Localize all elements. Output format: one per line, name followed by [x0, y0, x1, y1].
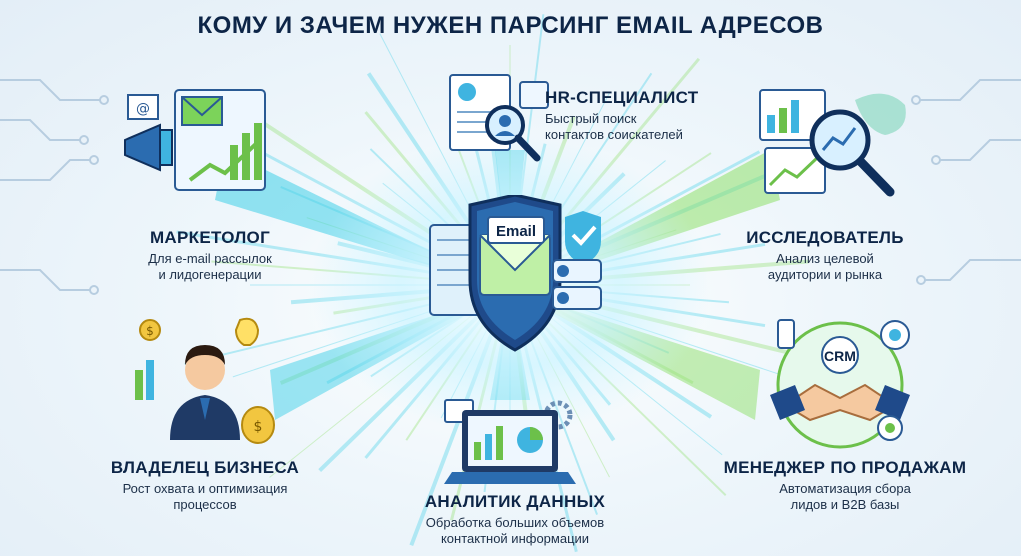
crm-label: CRM	[824, 348, 856, 364]
role-hr-desc-line2: контактов соискателей	[545, 127, 683, 142]
circuit-left-decoration	[0, 79, 109, 295]
role-researcher-desc-line2: аудитории и рынка	[767, 267, 883, 282]
businessman-icon: $ $	[135, 317, 275, 444]
role-owner-desc-line1: Рост охвата и оптимизация	[122, 481, 288, 496]
role-marketer-name: МАРКЕТОЛОГ	[149, 228, 271, 247]
role-marketer-desc-line2: и лидогенерации	[158, 267, 262, 282]
role-hr: HR-СПЕЦИАЛИСТ Быстрый поиск контактов со…	[545, 88, 755, 143]
role-owner-desc-line2: процессов	[173, 497, 237, 512]
role-marketer: МАРКЕТОЛОГ Для e-mail рассылок и лидоген…	[100, 228, 320, 283]
email-shield-icon: Email	[429, 195, 602, 352]
role-hr-name: HR-СПЕЦИАЛИСТ	[545, 88, 699, 107]
role-sales-desc-line2: лидов и B2B базы	[790, 497, 900, 512]
role-analyst: АНАЛИТИК ДАННЫХ Обработка больших объемо…	[390, 492, 640, 547]
role-analyst-desc-line1: Обработка больших объемов	[425, 515, 605, 530]
laptop-dashboard-icon	[444, 399, 576, 484]
circuit-right-decoration	[911, 79, 1021, 285]
role-researcher: ИССЛЕДОВАТЕЛЬ Анализ целевой аудитории и…	[715, 228, 935, 283]
role-researcher-name: ИССЛЕДОВАТЕЛЬ	[746, 228, 904, 247]
role-researcher-desc-line1: Анализ целевой	[776, 251, 874, 266]
role-sales-name: МЕНЕДЖЕР ПО ПРОДАЖАМ	[723, 458, 967, 477]
svg-text:$: $	[254, 419, 263, 435]
role-analyst-desc-line2: контактной информации	[440, 531, 590, 546]
role-hr-desc-line1: Быстрый поиск	[545, 111, 637, 126]
role-analyst-name: АНАЛИТИК ДАННЫХ	[424, 492, 606, 511]
role-sales: МЕНЕДЖЕР ПО ПРОДАЖАМ Автоматизация сбора…	[700, 458, 990, 513]
svg-text:$: $	[146, 324, 154, 338]
envelope-label: Email	[496, 223, 536, 240]
role-marketer-desc-line1: Для e-mail рассылок	[148, 251, 272, 266]
page-title: КОМУ И ЗАЧЕМ НУЖЕН ПАРСИНГ EMAIL АДРЕСОВ	[197, 12, 824, 39]
role-owner: ВЛАДЕЛЕЦ БИЗНЕСА Рост охвата и оптимизац…	[80, 458, 330, 513]
resume-magnifier-icon	[449, 74, 549, 162]
svg-text:@: @	[136, 101, 150, 117]
handshake-icon: CRM	[770, 319, 910, 449]
role-sales-desc-line1: Автоматизация сбора	[779, 481, 911, 496]
megaphone-icon: @	[124, 89, 266, 191]
role-owner-name: ВЛАДЕЛЕЦ БИЗНЕСА	[110, 458, 300, 477]
magnifier-chart-icon	[759, 89, 906, 197]
